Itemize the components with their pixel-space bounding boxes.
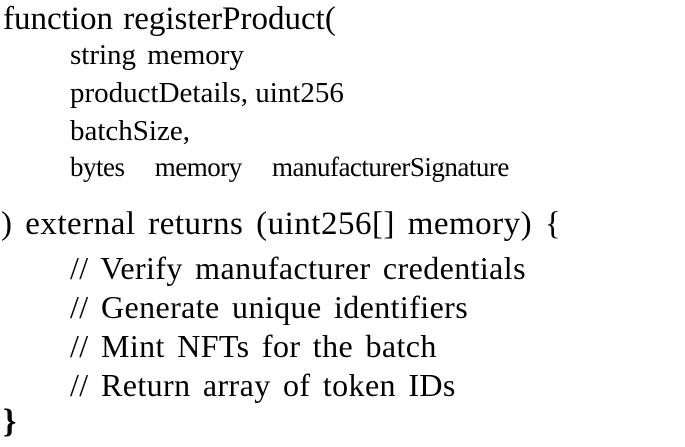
code-closing-brace: } (3, 403, 17, 440)
code-line-param-details: productDetails, uint256 (70, 77, 344, 109)
code-comment-return: // Return array of token IDs (70, 367, 456, 403)
code-comment-generate: // Generate unique identifiers (70, 289, 469, 325)
code-line-returns: ) external returns (uint256[] memory) { (1, 206, 562, 242)
code-line-param-batchsize: batchSize, (70, 115, 190, 147)
code-line-function-signature: function registerProduct( (3, 1, 336, 37)
code-comment-mint: // Mint NFTs for the batch (70, 328, 437, 364)
code-comment-verify: // Verify manufacturer credentials (70, 250, 526, 286)
code-line-param-string: string memory (70, 39, 244, 71)
code-line-param-signature: bytes memory manufacturerSignature (70, 152, 509, 182)
